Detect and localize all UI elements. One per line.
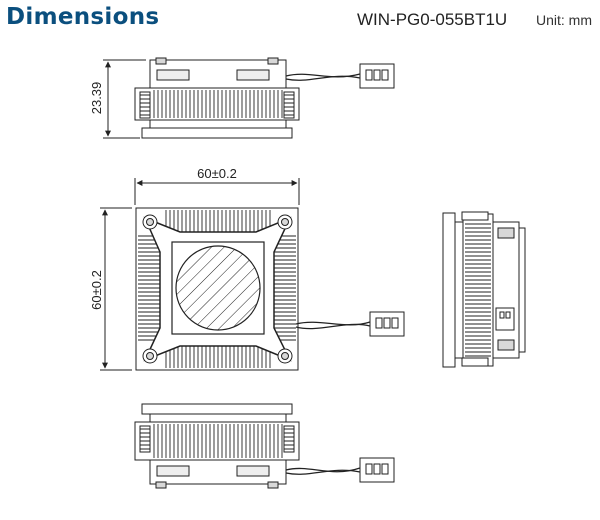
fan-connector (495, 307, 515, 331)
spring-left (139, 425, 151, 453)
depth-dimension-label: 60±0.2 (89, 270, 104, 310)
fan-hub-hatched (175, 245, 261, 331)
spring-right (283, 91, 295, 119)
height-dimension-label: 23.39 (89, 82, 104, 115)
width-dimension-label: 60±0.2 (197, 166, 237, 181)
spring-left (139, 91, 151, 119)
top-view (100, 178, 405, 371)
spring-right (283, 425, 295, 453)
model-number: WIN-PG0-055BT1U (357, 10, 508, 29)
unit-label: Unit: mm (536, 12, 592, 28)
side-view-bottom (134, 403, 395, 489)
heatsink-fins (153, 90, 283, 118)
side-view-top (103, 57, 395, 139)
fan-connector (369, 311, 405, 337)
corner-screws (142, 214, 293, 364)
heatsink-fins-side (465, 223, 491, 357)
heatsink-fins (153, 424, 283, 458)
fan-connector (359, 457, 395, 483)
fan-connector (359, 63, 395, 89)
page-title: Dimensions (6, 4, 160, 30)
side-view-right (442, 211, 526, 368)
